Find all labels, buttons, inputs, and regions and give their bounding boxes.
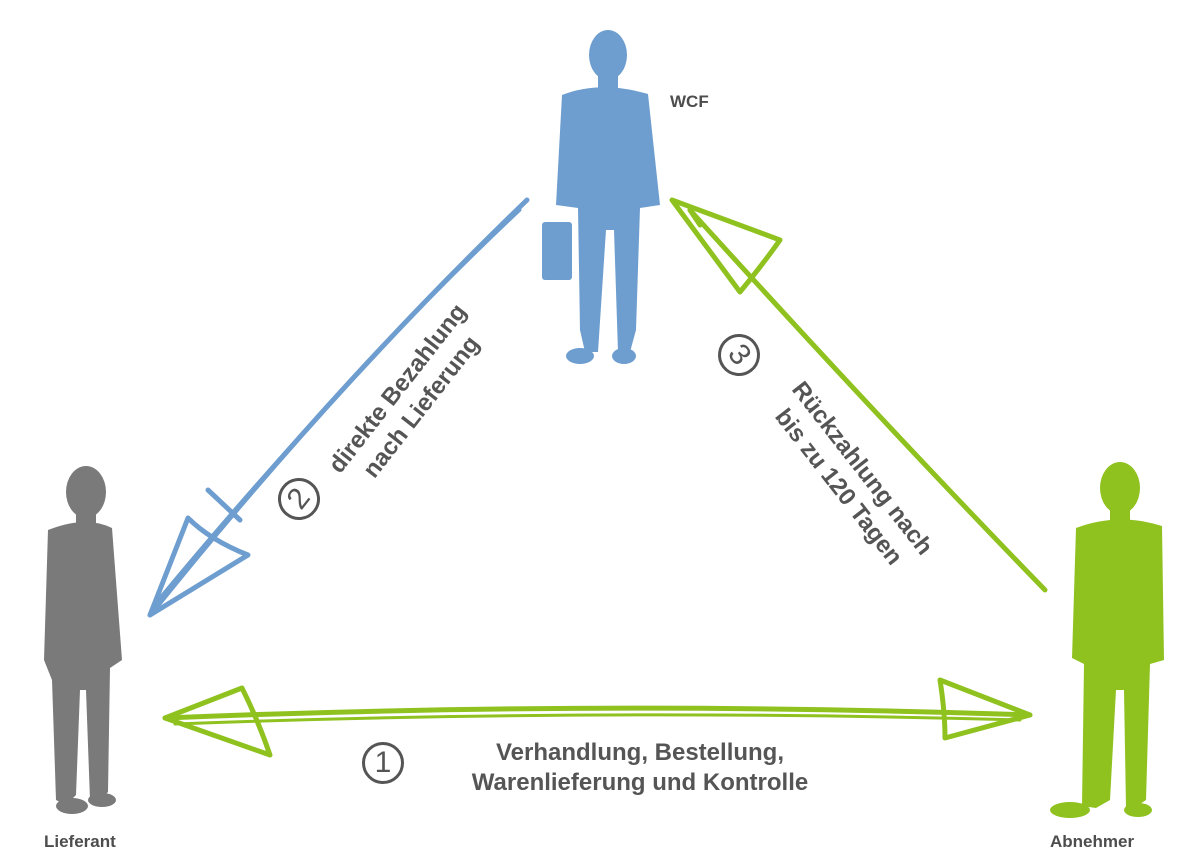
step-1-label: Verhandlung, Bestellung, Warenlieferung …	[430, 738, 850, 798]
negotiation-double-arrow	[162, 677, 1033, 758]
payment-arrow	[147, 197, 530, 618]
step-1-line-1: Verhandlung, Bestellung,	[495, 739, 785, 766]
buyer-label: Abnehmer	[1050, 832, 1135, 851]
supplier-label: Lieferant	[44, 832, 116, 851]
wcf-person-silhouette	[542, 30, 660, 364]
buyer-person-silhouette	[1050, 462, 1164, 818]
step-1-number-badge: 1	[362, 742, 404, 784]
wcf-label: WCF	[670, 92, 709, 111]
step-1-line-2: Warenlieferung und Kontrolle	[471, 769, 809, 796]
repayment-arrow	[669, 197, 1048, 593]
supplier-person-silhouette	[44, 466, 122, 814]
